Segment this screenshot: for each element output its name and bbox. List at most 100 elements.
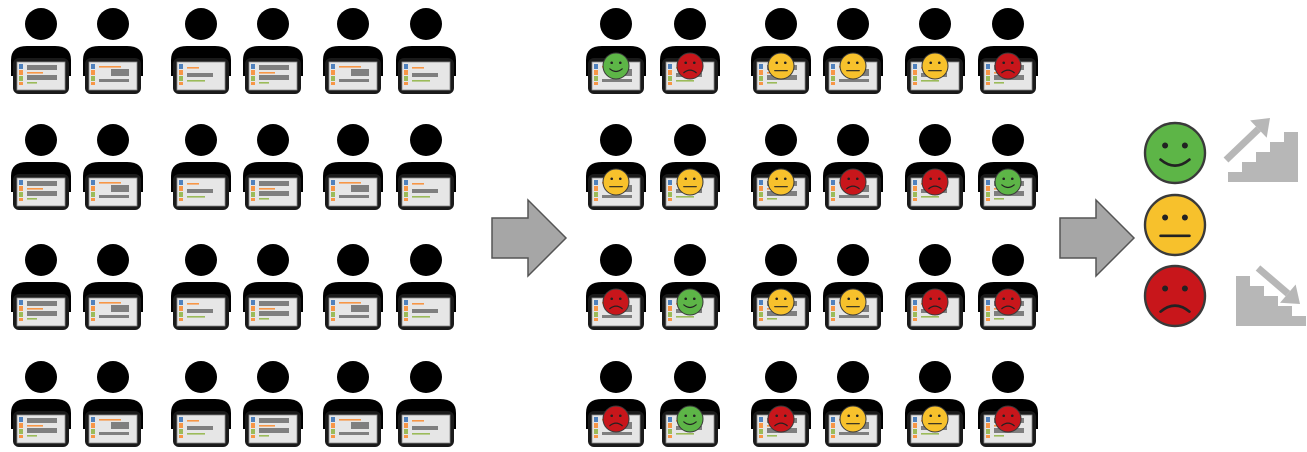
- sad-face-icon: [921, 288, 949, 316]
- person-head: [337, 361, 369, 393]
- left-panel-users-grid: [11, 8, 456, 447]
- sad-face-icon: [767, 405, 795, 433]
- user-with-tablet: [171, 8, 231, 94]
- person-head: [185, 244, 217, 276]
- person-head: [257, 124, 289, 156]
- tablet-icon: [85, 411, 141, 447]
- person-head: [674, 8, 706, 40]
- user-with-tablet: [83, 124, 143, 210]
- tablet-icon: [13, 411, 69, 447]
- sad-face-icon: [839, 168, 867, 196]
- user-with-tablet: [243, 8, 303, 94]
- happy-face-icon: [676, 405, 704, 433]
- person-head: [765, 361, 797, 393]
- user-with-mood: [823, 361, 883, 447]
- user-with-mood: [978, 124, 1038, 210]
- neutral-face-icon: [767, 168, 795, 196]
- tablet-icon: [245, 411, 301, 447]
- tablet-icon: [85, 174, 141, 210]
- user-with-mood: [586, 124, 646, 210]
- user-with-mood: [823, 124, 883, 210]
- neutral-face-icon: [921, 405, 949, 433]
- tablet-icon: [245, 294, 301, 330]
- sad-face-icon: [1143, 264, 1207, 328]
- tablet-icon: [85, 58, 141, 94]
- summary-mood-panel: [1143, 118, 1306, 328]
- user-with-mood: [823, 244, 883, 330]
- neutral-face-icon: [602, 168, 630, 196]
- happy-face-icon: [676, 288, 704, 316]
- sad-face-icon: [994, 52, 1022, 80]
- user-with-tablet: [83, 244, 143, 330]
- user-with-mood: [905, 244, 965, 330]
- arrow-right-icon: [491, 198, 568, 278]
- user-with-tablet: [11, 361, 71, 447]
- person-head: [25, 124, 57, 156]
- person-head: [97, 361, 129, 393]
- person-head: [185, 124, 217, 156]
- user-with-tablet: [323, 124, 383, 210]
- person-head: [257, 244, 289, 276]
- person-head: [25, 361, 57, 393]
- person-head: [600, 8, 632, 40]
- neutral-face-icon: [767, 52, 795, 80]
- user-with-tablet: [83, 361, 143, 447]
- neutral-face-icon: [921, 52, 949, 80]
- user-with-tablet: [243, 361, 303, 447]
- user-with-mood: [823, 8, 883, 94]
- user-with-tablet: [83, 8, 143, 94]
- person-head: [410, 124, 442, 156]
- happy-face-icon: [994, 168, 1022, 196]
- person-head: [410, 361, 442, 393]
- person-head: [992, 124, 1024, 156]
- tablet-icon: [325, 58, 381, 94]
- neutral-face-icon: [839, 288, 867, 316]
- middle-panel-users-mood-grid: [586, 8, 1038, 447]
- user-with-mood: [660, 361, 720, 447]
- stairs-up-icon: [1223, 118, 1298, 182]
- person-head: [919, 361, 951, 393]
- user-with-tablet: [323, 361, 383, 447]
- user-with-mood: [586, 8, 646, 94]
- happy-face-icon: [602, 52, 630, 80]
- user-with-tablet: [171, 124, 231, 210]
- user-with-tablet: [323, 244, 383, 330]
- neutral-face-icon: [839, 52, 867, 80]
- sad-face-icon: [994, 288, 1022, 316]
- sad-face-icon: [676, 52, 704, 80]
- person-head: [674, 124, 706, 156]
- user-with-tablet: [396, 8, 456, 94]
- user-with-mood: [586, 361, 646, 447]
- neutral-face-icon: [839, 405, 867, 433]
- tablet-icon: [13, 58, 69, 94]
- user-with-mood: [905, 8, 965, 94]
- neutral-face-icon: [767, 288, 795, 316]
- user-with-mood: [751, 361, 811, 447]
- user-with-mood: [751, 124, 811, 210]
- tablet-icon: [325, 411, 381, 447]
- user-with-mood: [978, 244, 1038, 330]
- tablet-icon: [173, 174, 229, 210]
- sad-face-icon: [602, 288, 630, 316]
- tablet-icon: [398, 174, 454, 210]
- sad-face-icon: [921, 168, 949, 196]
- user-with-tablet: [11, 8, 71, 94]
- tablet-icon: [398, 411, 454, 447]
- person-head: [765, 244, 797, 276]
- tablet-icon: [85, 294, 141, 330]
- person-head: [919, 124, 951, 156]
- person-head: [674, 244, 706, 276]
- person-head: [257, 361, 289, 393]
- user-with-tablet: [11, 244, 71, 330]
- person-head: [992, 361, 1024, 393]
- person-head: [25, 8, 57, 40]
- person-head: [992, 244, 1024, 276]
- happy-face-icon: [1143, 121, 1207, 185]
- person-head: [410, 8, 442, 40]
- tablet-icon: [325, 294, 381, 330]
- stairs-down-icon: [1236, 265, 1306, 326]
- person-head: [600, 361, 632, 393]
- tablet-icon: [245, 174, 301, 210]
- neutral-face-icon: [1143, 193, 1207, 257]
